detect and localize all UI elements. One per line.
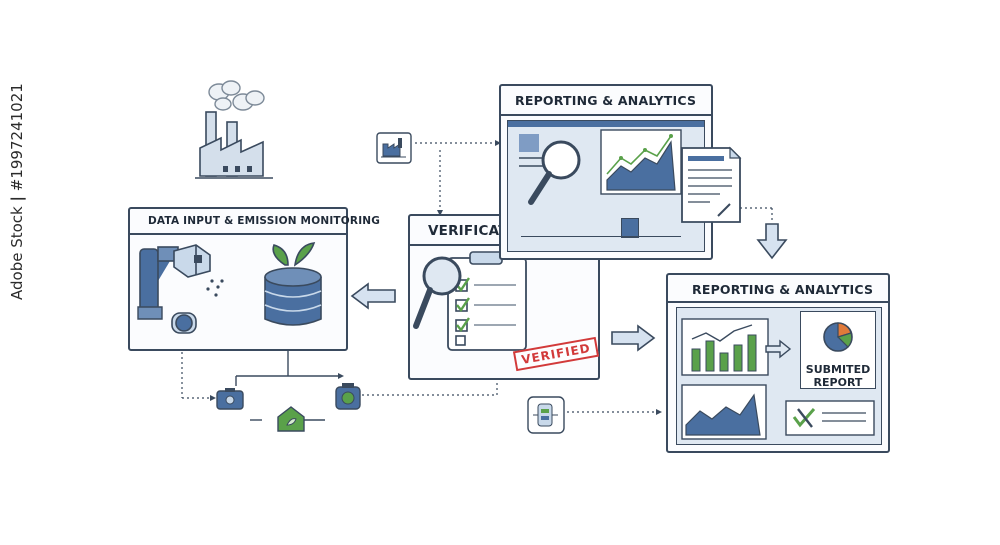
reporting-bottom-title-rule bbox=[668, 301, 888, 303]
factory-icon bbox=[195, 80, 273, 179]
reporting-top-title: REPORTING & ANALYTICS bbox=[515, 93, 697, 108]
submitted-report-label: SUBMITED REPORT bbox=[802, 363, 874, 389]
line-area-chart-icon bbox=[681, 384, 767, 440]
search-magnifier-icon bbox=[519, 134, 581, 205]
clipboard-icon bbox=[447, 251, 527, 351]
report-line bbox=[521, 236, 681, 237]
pen-check-icon bbox=[785, 400, 875, 436]
robot-arm-icon bbox=[137, 244, 224, 334]
reporting-bottom-title: REPORTING & ANALYTICS bbox=[692, 282, 874, 297]
reporting-bottom-panel: REPORTING & ANALYTICS SUBMITED REPORT bbox=[666, 273, 890, 453]
report-block bbox=[621, 218, 639, 238]
submitted-line-1: SUBMITED bbox=[805, 363, 871, 376]
reporting-top-panel: REPORTING & ANALYTICS bbox=[499, 84, 713, 260]
data-input-title: DATA INPUT & EMISSION MONITORING bbox=[148, 215, 381, 227]
report-screen-header bbox=[508, 121, 704, 127]
area-chart-icon bbox=[600, 129, 682, 195]
pie-chart-icon bbox=[823, 322, 853, 352]
arrow-right-icon bbox=[765, 339, 792, 359]
data-input-panel: DATA INPUT & EMISSION MONITORING bbox=[128, 207, 380, 351]
database-leaf-icon bbox=[264, 242, 322, 326]
document-icon bbox=[681, 146, 742, 223]
submitted-line-2: REPORT bbox=[813, 376, 863, 389]
eco-home-icon bbox=[277, 406, 305, 432]
bar-chart-icon bbox=[681, 318, 769, 376]
data-input-title-rule bbox=[130, 233, 346, 235]
sensor-icon bbox=[335, 383, 361, 410]
magnifier-icon bbox=[413, 256, 462, 329]
container-icon bbox=[216, 388, 244, 410]
small-factory-badge-icon bbox=[376, 132, 412, 164]
connector-device-icon bbox=[527, 396, 565, 434]
reporting-top-title-rule bbox=[501, 114, 711, 116]
